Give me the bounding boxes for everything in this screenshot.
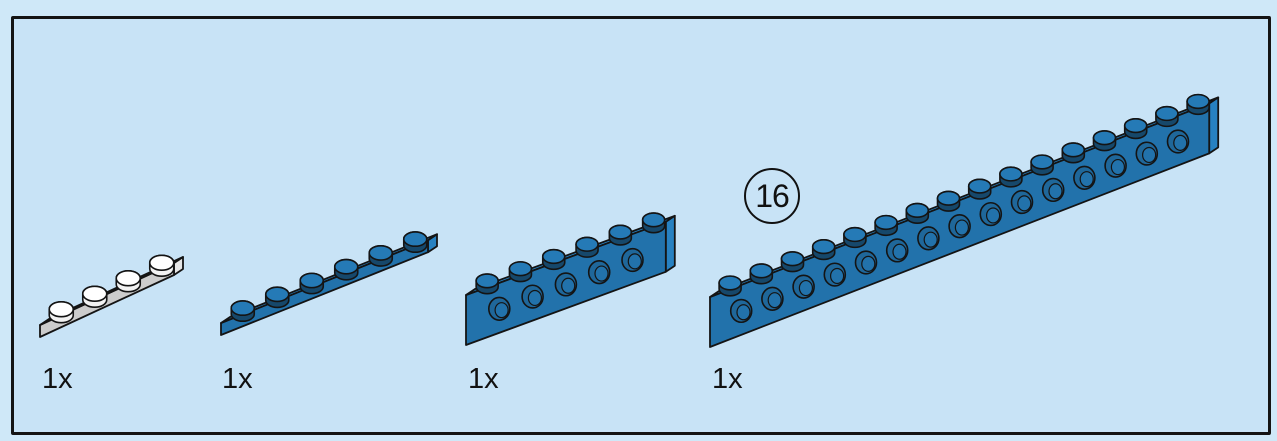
technic-hole-inner [829, 267, 845, 285]
stud-top [967, 178, 992, 194]
technic-hole-inner [627, 253, 642, 270]
technic-hole-inner [736, 304, 751, 321]
quantity-label-brick-6: 1x [468, 363, 499, 395]
technic-hole-inner [923, 231, 938, 248]
stud-top [1186, 93, 1210, 110]
technic-hole-inner [767, 292, 782, 309]
front-face [220, 239, 429, 336]
stud-top [936, 190, 961, 206]
technic-hole-inner [954, 219, 970, 236]
technic-hole-inner [561, 277, 576, 294]
technic-hole-inner [594, 265, 609, 282]
stud-top [641, 212, 666, 228]
stud-top [718, 275, 742, 291]
stud-top [1155, 105, 1179, 122]
instruction-panel [11, 16, 1271, 435]
stud-top [749, 263, 774, 279]
technic-hole-inner [1173, 134, 1188, 151]
blue-plate-1x6 [220, 231, 438, 336]
stud-top [368, 244, 394, 261]
technic-hole-inner [861, 255, 876, 272]
stud-top [81, 285, 108, 302]
stud-top [508, 261, 533, 277]
stud-top [905, 202, 930, 218]
stud-top [148, 254, 175, 271]
blue-technic-brick-1x16 [709, 93, 1220, 348]
stud-top [874, 214, 898, 231]
stud-top [780, 251, 805, 267]
stud-top [230, 300, 256, 317]
quantity-label-brick-16: 1x [712, 363, 743, 395]
technic-hole-inner [798, 279, 814, 297]
stud-top [811, 239, 836, 255]
quantity-label-blue-plate: 1x [222, 363, 253, 395]
technic-hole-inner [1110, 158, 1126, 176]
white-plate-1x4 [39, 254, 184, 338]
technic-hole-inner [892, 243, 907, 260]
stud-top [333, 258, 359, 275]
stud-top [475, 273, 499, 289]
stud-top [999, 166, 1023, 182]
technic-hole-inner [985, 207, 1001, 224]
technic-hole-inner [494, 302, 509, 319]
end-face [1208, 96, 1220, 155]
technic-hole-inner [1048, 183, 1063, 200]
stud-top [575, 236, 599, 252]
quantity-label-white-plate: 1x [42, 363, 73, 395]
technic-hole-inner [1141, 146, 1157, 164]
stud-top [843, 226, 867, 243]
stud-top [402, 231, 428, 248]
stud-top [1123, 118, 1148, 134]
stud-top [115, 270, 142, 287]
stud-top [299, 272, 325, 289]
stud-top [1030, 154, 1054, 170]
technic-hole-inner [527, 289, 543, 307]
technic-hole-inner [1079, 171, 1094, 188]
stud-top [264, 286, 290, 303]
step-number: 16 [755, 177, 790, 214]
stud-top [608, 224, 633, 240]
technic-hole-inner [1017, 195, 1032, 212]
step-number-badge: 16 [744, 168, 800, 224]
stud-top [1061, 142, 1086, 158]
blue-technic-brick-1x6 [465, 212, 676, 346]
stud-top [541, 248, 566, 265]
end-face [664, 214, 676, 273]
stud-top [1092, 130, 1117, 146]
stud-top [48, 301, 75, 318]
